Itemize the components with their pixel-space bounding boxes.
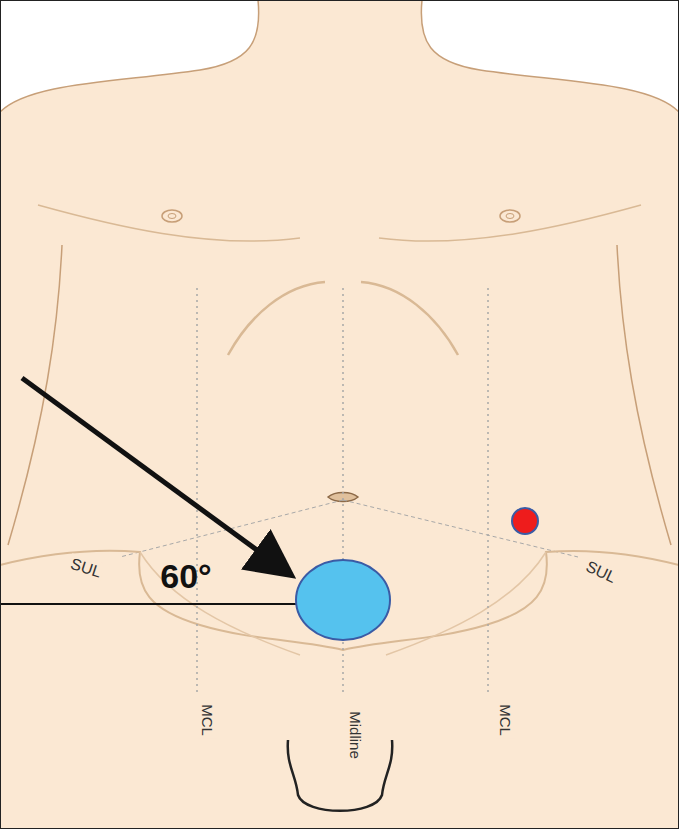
line-label: MCL: [496, 702, 515, 738]
line-label: MCL: [198, 702, 217, 738]
angle-label: 60°: [158, 557, 213, 596]
line-label: Midline: [346, 709, 365, 761]
